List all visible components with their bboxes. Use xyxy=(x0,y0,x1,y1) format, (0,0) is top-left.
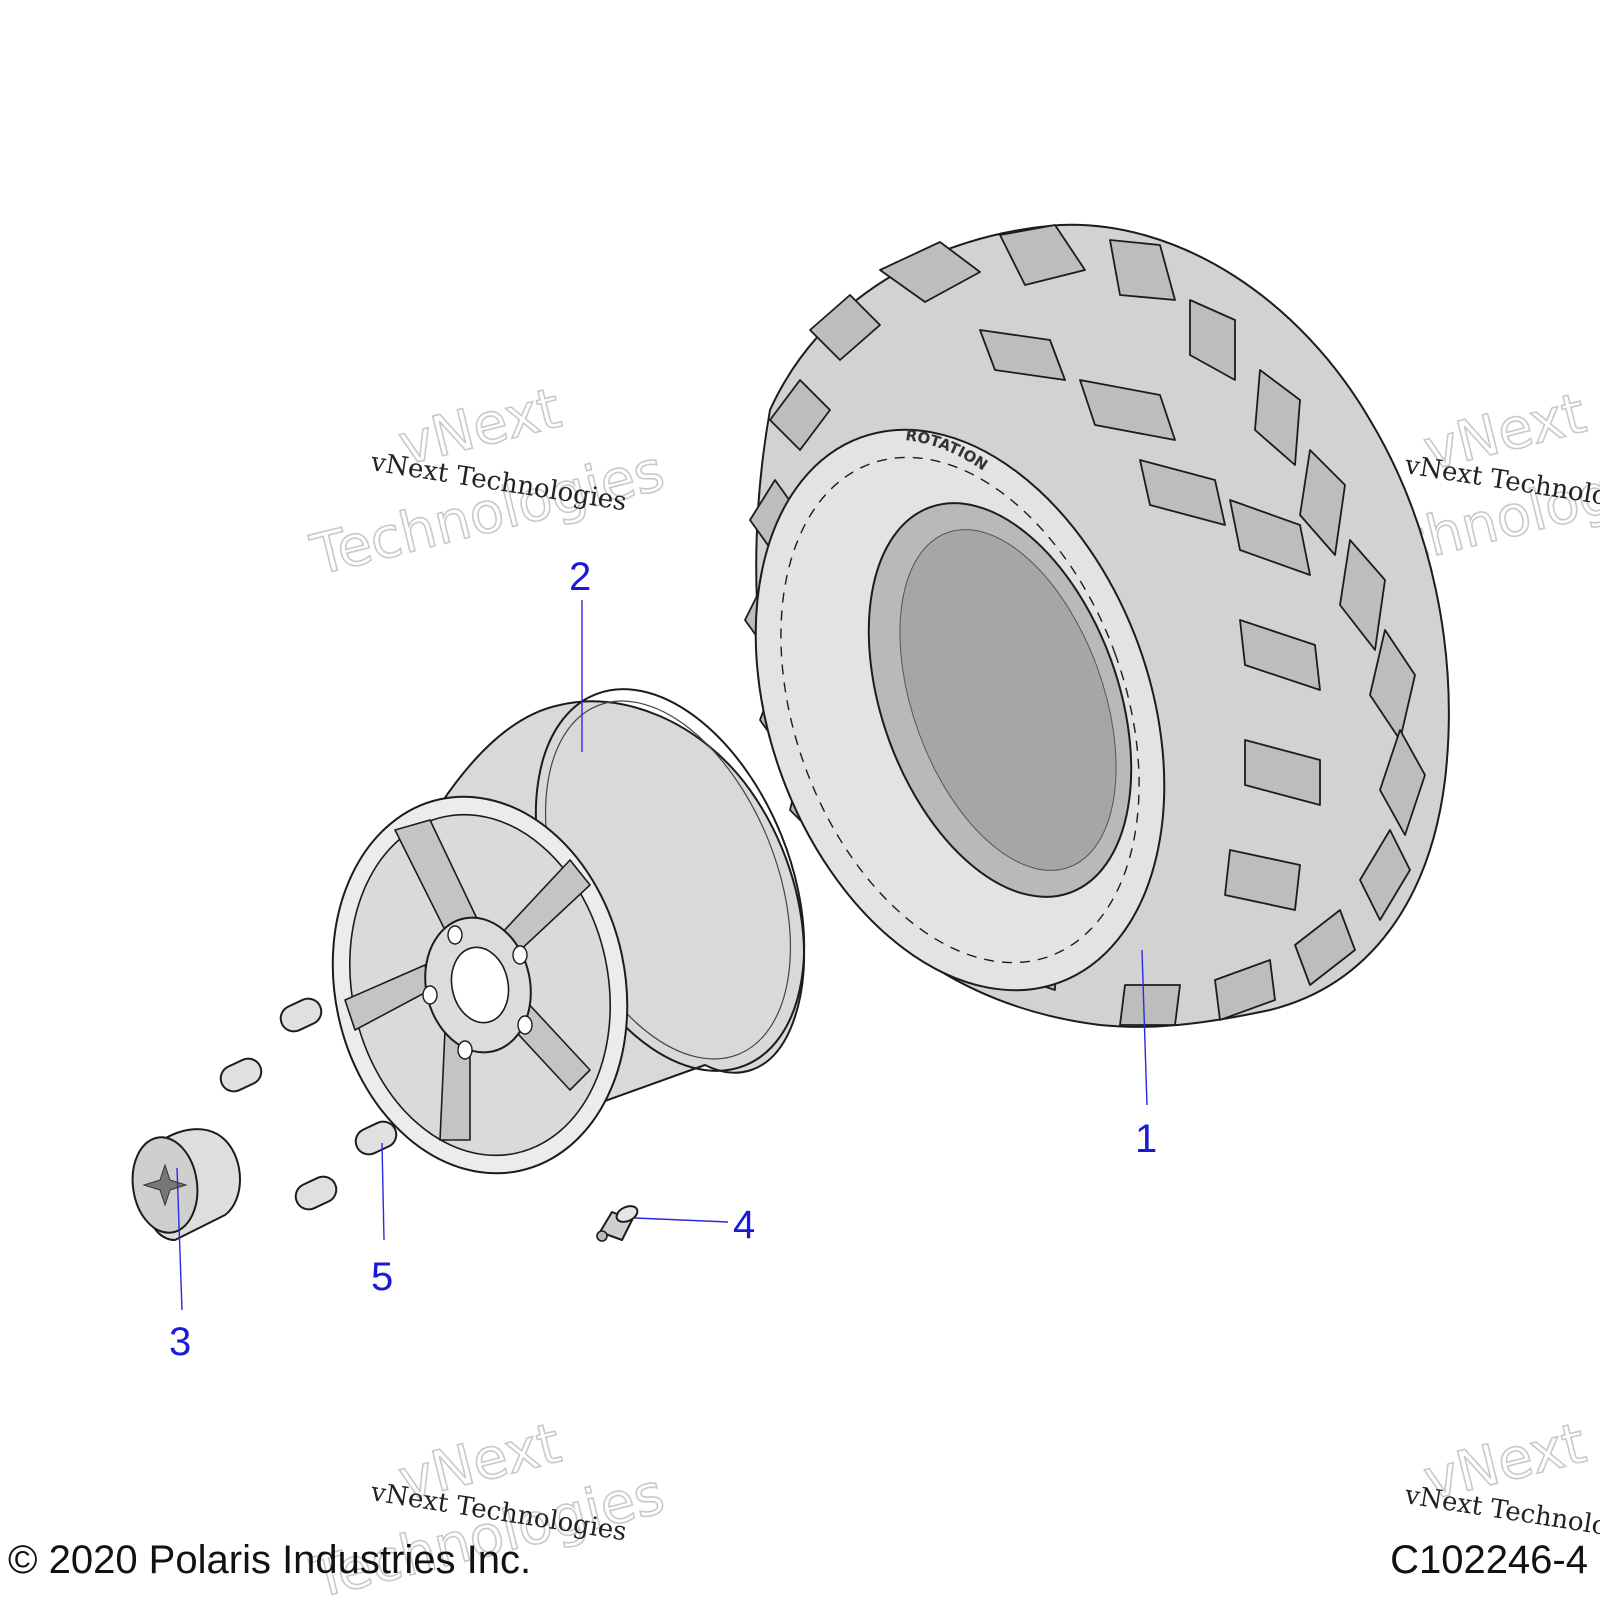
wheel-lug-holes xyxy=(422,925,533,1060)
wheel-rim xyxy=(331,688,806,1175)
lug-nuts xyxy=(219,997,398,1211)
leader-line-1 xyxy=(1141,949,1148,1106)
callout-3: 3 xyxy=(169,1320,191,1364)
leader-lines xyxy=(176,600,1148,1311)
callout-4: 4 xyxy=(733,1203,755,1247)
tire-bead-inner xyxy=(899,529,1117,871)
valve-stem-cap xyxy=(615,1205,639,1223)
lug-nut xyxy=(294,1175,338,1211)
valve-stem xyxy=(596,1205,639,1242)
leader-line-5 xyxy=(381,1142,385,1241)
copyright-text: © 2020 Polaris Industries Inc. xyxy=(8,1538,531,1582)
lug-nut xyxy=(279,997,323,1033)
figure-id: C102246-4 xyxy=(1390,1538,1588,1582)
tire: ROTATION xyxy=(744,223,1450,1028)
lug-nut xyxy=(219,1057,263,1093)
callout-5: 5 xyxy=(371,1255,393,1299)
callout-2: 2 xyxy=(569,555,591,599)
valve-stem-tip xyxy=(596,1230,608,1242)
callout-1: 1 xyxy=(1135,1117,1157,1161)
leader-line-4 xyxy=(634,1217,729,1223)
wheel-center-bore xyxy=(450,946,510,1024)
watermark-top-left: vNext Technologies vNext Technologies xyxy=(304,375,671,589)
watermark-bottom-right: vNext vNext Technologies xyxy=(1402,1410,1600,1550)
tire-sidewall-ring xyxy=(780,456,1140,964)
leader-line-3 xyxy=(176,1167,183,1311)
center-cap xyxy=(131,1128,241,1241)
polaris-star-icon xyxy=(142,1163,188,1207)
callouts: 1 2 3 4 5 xyxy=(169,555,1157,1364)
